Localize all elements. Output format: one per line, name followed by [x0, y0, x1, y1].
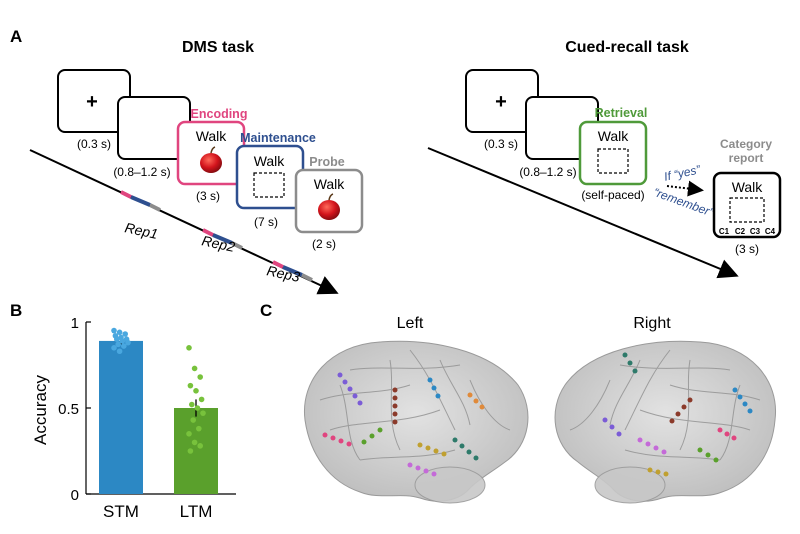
bar-ltm: [174, 408, 218, 494]
data-point: [193, 388, 199, 394]
rep-marker: [120, 190, 161, 212]
panel-c: C Left Right: [260, 301, 777, 504]
data-point: [187, 448, 194, 454]
cued-fixation-duration: (0.3 s): [484, 137, 518, 151]
data-point: [190, 417, 196, 423]
panel-c-letter: C: [260, 301, 272, 320]
panel-a: A DMS task + (0.3 s) (0.8–1.2 s) Encodin…: [10, 27, 782, 295]
data-point: [116, 329, 123, 336]
data-point: [196, 425, 202, 432]
dms-title: DMS task: [182, 39, 254, 56]
y-tick-label: 0: [71, 487, 79, 504]
data-point: [119, 338, 126, 344]
y-tick-label: 0.5: [58, 401, 79, 418]
data-point: [125, 339, 131, 346]
dms-maintenance-duration: (7 s): [254, 215, 278, 229]
panel-a-letter: A: [10, 27, 22, 46]
cued-title: Cued-recall task: [565, 39, 689, 56]
data-point: [186, 431, 192, 437]
data-point: [186, 345, 192, 351]
cued-dotted-arrow: [666, 180, 704, 197]
cued-recall-task: Cued-recall task + (0.3 s) (0.8–1.2 s) R…: [427, 39, 782, 279]
cued-if-yes: If “yes”: [663, 162, 703, 184]
x-tick-label: STM: [103, 502, 139, 521]
category-option: C2: [735, 227, 746, 236]
cued-fixation-cross: +: [495, 91, 507, 113]
cued-delay-duration: (0.8–1.2 s): [519, 165, 576, 179]
rep-label: Rep2: [200, 232, 236, 255]
cued-timeline: [427, 147, 739, 279]
apple-icon: [318, 193, 340, 220]
data-point: [198, 396, 205, 403]
data-point: [111, 327, 117, 334]
data-point: [114, 336, 120, 343]
dms-fixation-duration: (0.3 s): [77, 137, 111, 151]
data-point: [197, 443, 203, 449]
brain-right: [554, 340, 777, 504]
data-point: [189, 401, 195, 408]
apple-icon: [200, 146, 222, 173]
y-axis-label: Accuracy: [31, 375, 50, 445]
cued-retrieval-screen: [578, 120, 648, 186]
dms-maintenance-label: Maintenance: [240, 131, 316, 145]
view-label-left: Left: [397, 315, 424, 332]
rep-marker: [202, 228, 243, 250]
data-point: [122, 331, 128, 337]
category-option: C4: [765, 227, 776, 236]
cued-report-placeholder: [729, 197, 765, 223]
cued-retrieval-placeholder: [597, 148, 629, 174]
dms-probe-word: Walk: [314, 176, 346, 192]
dms-probe-label: Probe: [309, 155, 344, 169]
electrode-contacts: [602, 352, 753, 477]
panel-b-letter: B: [10, 301, 22, 320]
view-label-right: Right: [633, 315, 671, 332]
y-tick-label: 1: [71, 315, 79, 332]
cued-report-label-line2: report: [729, 151, 764, 165]
data-point: [111, 345, 117, 351]
cued-report-duration: (3 s): [735, 242, 759, 256]
cued-report-word: Walk: [732, 179, 764, 195]
y-ticks: 0 0.5 1: [58, 315, 91, 504]
category-option: C1: [719, 227, 730, 236]
dms-encoding-word: Walk: [196, 128, 228, 144]
data-point: [197, 374, 203, 380]
dms-probe-duration: (2 s): [312, 237, 336, 251]
cued-retrieval-duration: (self-paced): [581, 188, 644, 202]
x-tick-label: LTM: [180, 502, 213, 521]
panel-b: B Accuracy 0 0.5 1 STM LTM: [10, 301, 236, 521]
data-point: [191, 365, 198, 372]
data-point: [200, 410, 206, 416]
data-point: [116, 348, 123, 355]
data-point: [194, 405, 201, 411]
dms-encoding-duration: (3 s): [196, 189, 220, 203]
dms-encoding-label: Encoding: [191, 107, 248, 121]
cued-remember: “remember”: [652, 185, 717, 220]
data-point: [115, 341, 121, 348]
dms-maintenance-word: Walk: [254, 153, 286, 169]
category-option: C3: [750, 227, 761, 236]
electrode-contacts: [322, 372, 485, 477]
dms-maintenance-placeholder: [253, 172, 285, 198]
data-point: [191, 439, 198, 446]
data-point: [121, 343, 127, 349]
data-points-ltm: [186, 345, 206, 454]
rep-marker: [272, 260, 313, 282]
dms-fixation-cross: +: [86, 91, 98, 113]
bar-stm: [99, 340, 143, 494]
data-point: [187, 382, 194, 389]
cued-report-label-line1: Category: [720, 137, 772, 151]
cued-retrieval-word: Walk: [598, 128, 630, 144]
brain-left: [303, 340, 529, 504]
cued-retrieval-label: Retrieval: [595, 106, 648, 120]
dms-task: DMS task + (0.3 s) (0.8–1.2 s) Encoding …: [29, 39, 364, 295]
data-points-stm: [111, 327, 131, 355]
rep-label: Rep3: [265, 262, 301, 285]
rep-label: Rep1: [123, 219, 159, 242]
dms-delay-duration: (0.8–1.2 s): [113, 165, 170, 179]
